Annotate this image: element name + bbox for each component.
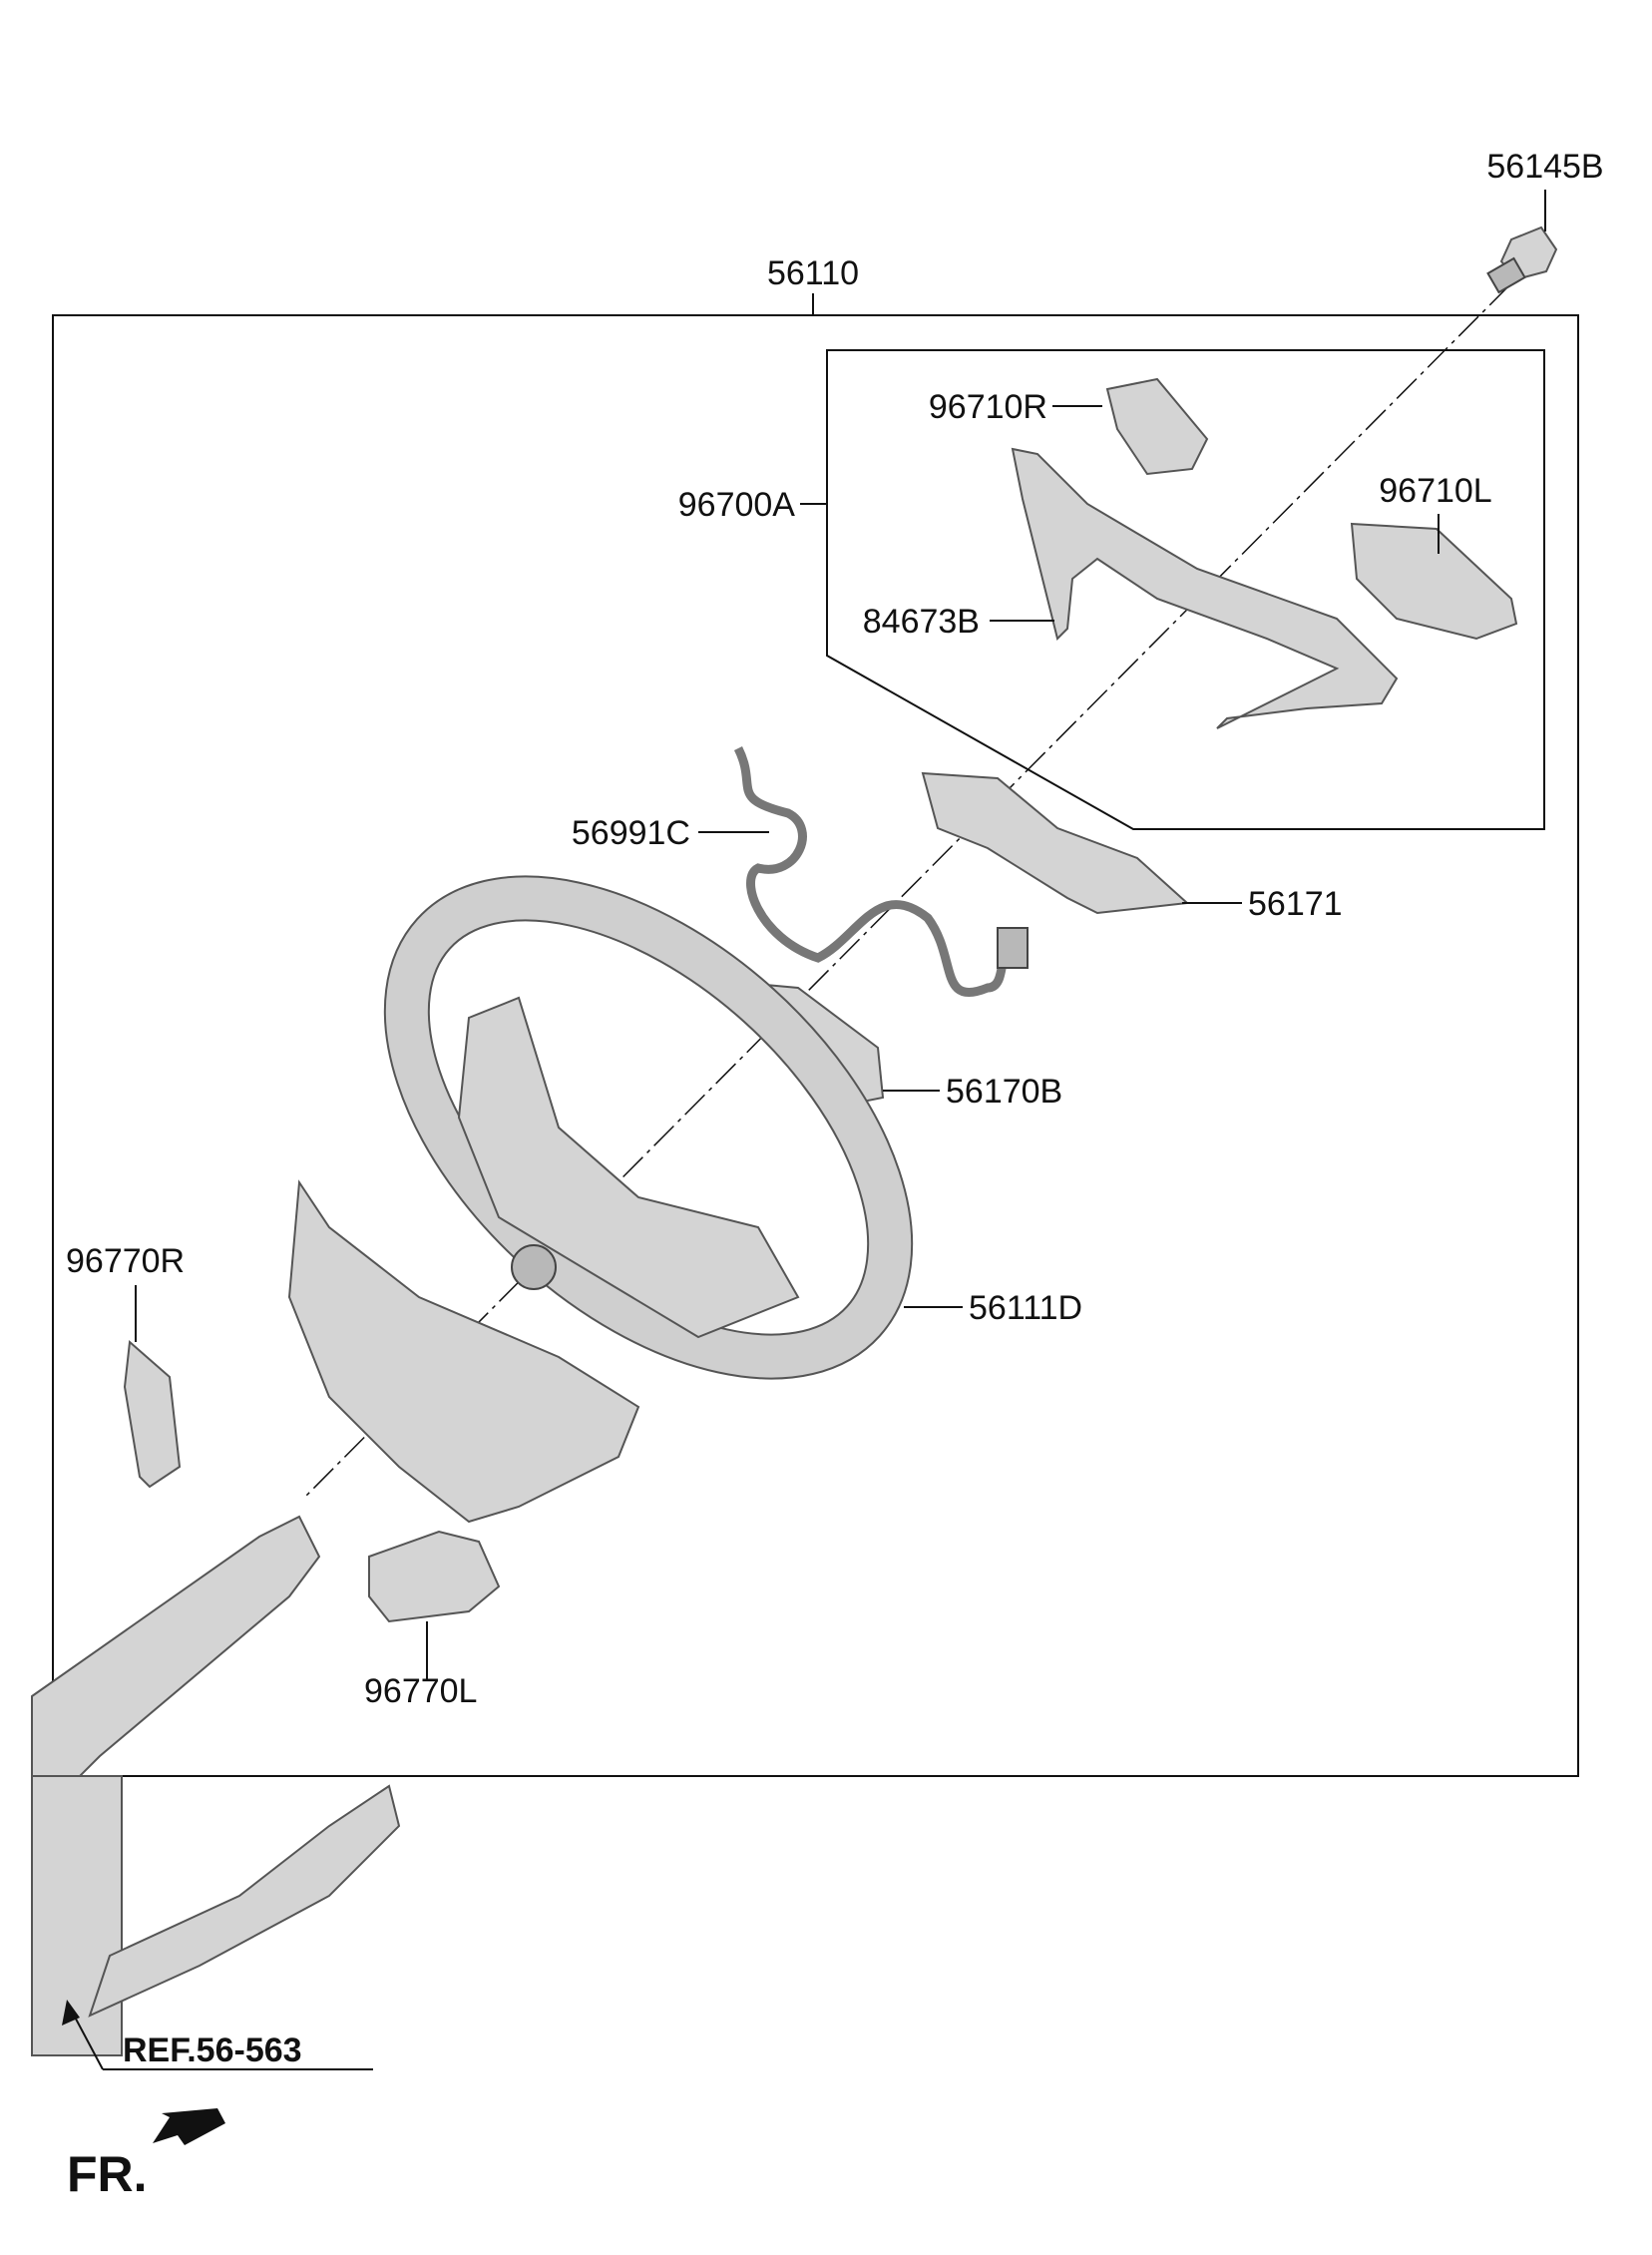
wiring-56991C[interactable]	[733, 745, 1029, 998]
label-96710L[interactable]: 96710L	[1379, 472, 1491, 510]
label-84673B[interactable]: 84673B	[863, 603, 980, 641]
assembly-box-56110	[52, 314, 1579, 1777]
front-arrow-icon	[153, 2108, 225, 2145]
label-56170B[interactable]: 56170B	[946, 1073, 1062, 1111]
steering-wheel-56111D[interactable]	[323, 811, 974, 1443]
label-56991C[interactable]: 56991C	[572, 814, 690, 852]
label-56111D[interactable]: 56111D	[969, 1289, 1082, 1327]
switch-96710L[interactable]	[1350, 522, 1518, 641]
cover-56171[interactable]	[921, 771, 1190, 915]
switch-96770R[interactable]	[123, 1339, 182, 1489]
center-axis-line	[305, 284, 1510, 1497]
reference-label[interactable]: REF.56-563	[123, 2031, 302, 2069]
label-96710R[interactable]: 96710R	[929, 388, 1047, 426]
label-96770L[interactable]: 96770L	[364, 1672, 477, 1710]
bracket-84673B[interactable]	[1011, 447, 1399, 729]
label-96770R[interactable]: 96770R	[66, 1242, 185, 1280]
label-56171[interactable]: 56171	[1248, 885, 1343, 923]
subassembly-box-96700A	[826, 349, 1545, 830]
label-56110[interactable]: 56110	[767, 254, 859, 292]
label-56145B[interactable]: 56145B	[1486, 148, 1603, 186]
cover-96770L[interactable]	[368, 1530, 501, 1623]
label-96700A[interactable]: 96700A	[678, 486, 796, 524]
steering-column	[31, 1515, 401, 2056]
switch-96710R[interactable]	[1105, 377, 1209, 476]
ref-arrow-icon	[62, 2000, 80, 2026]
front-direction-label: FR.	[67, 2146, 148, 2202]
bolt-56145B[interactable]	[1486, 226, 1558, 294]
cover-lower[interactable]	[287, 1179, 640, 1524]
